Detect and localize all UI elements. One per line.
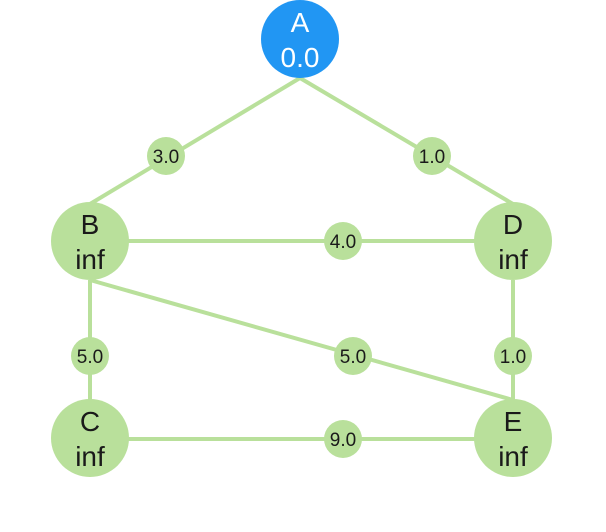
edge-weight-text: 1.0	[500, 347, 526, 368]
node-distance: inf	[75, 441, 105, 472]
edge-weight-d-e: 1.0	[494, 337, 532, 375]
edge-weight-text: 9.0	[330, 430, 356, 451]
node-circle	[474, 399, 552, 477]
edge-weight-bubble	[494, 337, 532, 375]
node-name: E	[504, 406, 523, 437]
edge-weight-bubble	[324, 420, 362, 458]
edge-weight-text: 1.0	[419, 147, 445, 168]
node-circle	[51, 202, 129, 280]
weights-layer: 3.0 1.0 4.0 5.0 5.0 1.0 9.0	[71, 137, 532, 458]
node-a[interactable]: A 0.0	[261, 0, 339, 78]
edge-weight-text: 5.0	[77, 347, 103, 368]
node-name: B	[81, 209, 100, 240]
edge-a-d	[298, 76, 515, 206]
edge-weight-c-e: 9.0	[324, 420, 362, 458]
node-name: D	[503, 209, 523, 240]
node-distance: inf	[75, 244, 105, 275]
edge-weight-a-d: 1.0	[413, 137, 451, 175]
edge-weight-bubble	[147, 137, 185, 175]
edge-weight-b-d: 4.0	[324, 222, 362, 260]
edge-weight-bubble	[324, 222, 362, 260]
node-name: A	[291, 7, 310, 38]
edges-layer	[88, 76, 515, 441]
edge-weight-a-b: 3.0	[147, 137, 185, 175]
edge-weight-bubble	[334, 337, 372, 375]
node-distance: 0.0	[281, 42, 320, 73]
edge-weight-b-e: 5.0	[334, 337, 372, 375]
edge-weight-text: 4.0	[330, 232, 356, 253]
node-circle	[51, 399, 129, 477]
edge-a-b	[88, 76, 302, 206]
node-circle	[261, 0, 339, 78]
node-distance: inf	[498, 441, 528, 472]
node-name: C	[80, 406, 100, 437]
node-distance: inf	[498, 244, 528, 275]
node-circle	[474, 202, 552, 280]
edge-weight-bubble	[413, 137, 451, 175]
edge-weight-text: 3.0	[153, 147, 179, 168]
edge-b-e	[89, 278, 514, 402]
edge-weight-bubble	[71, 337, 109, 375]
edge-weight-text: 5.0	[340, 347, 366, 368]
edge-weight-b-c: 5.0	[71, 337, 109, 375]
